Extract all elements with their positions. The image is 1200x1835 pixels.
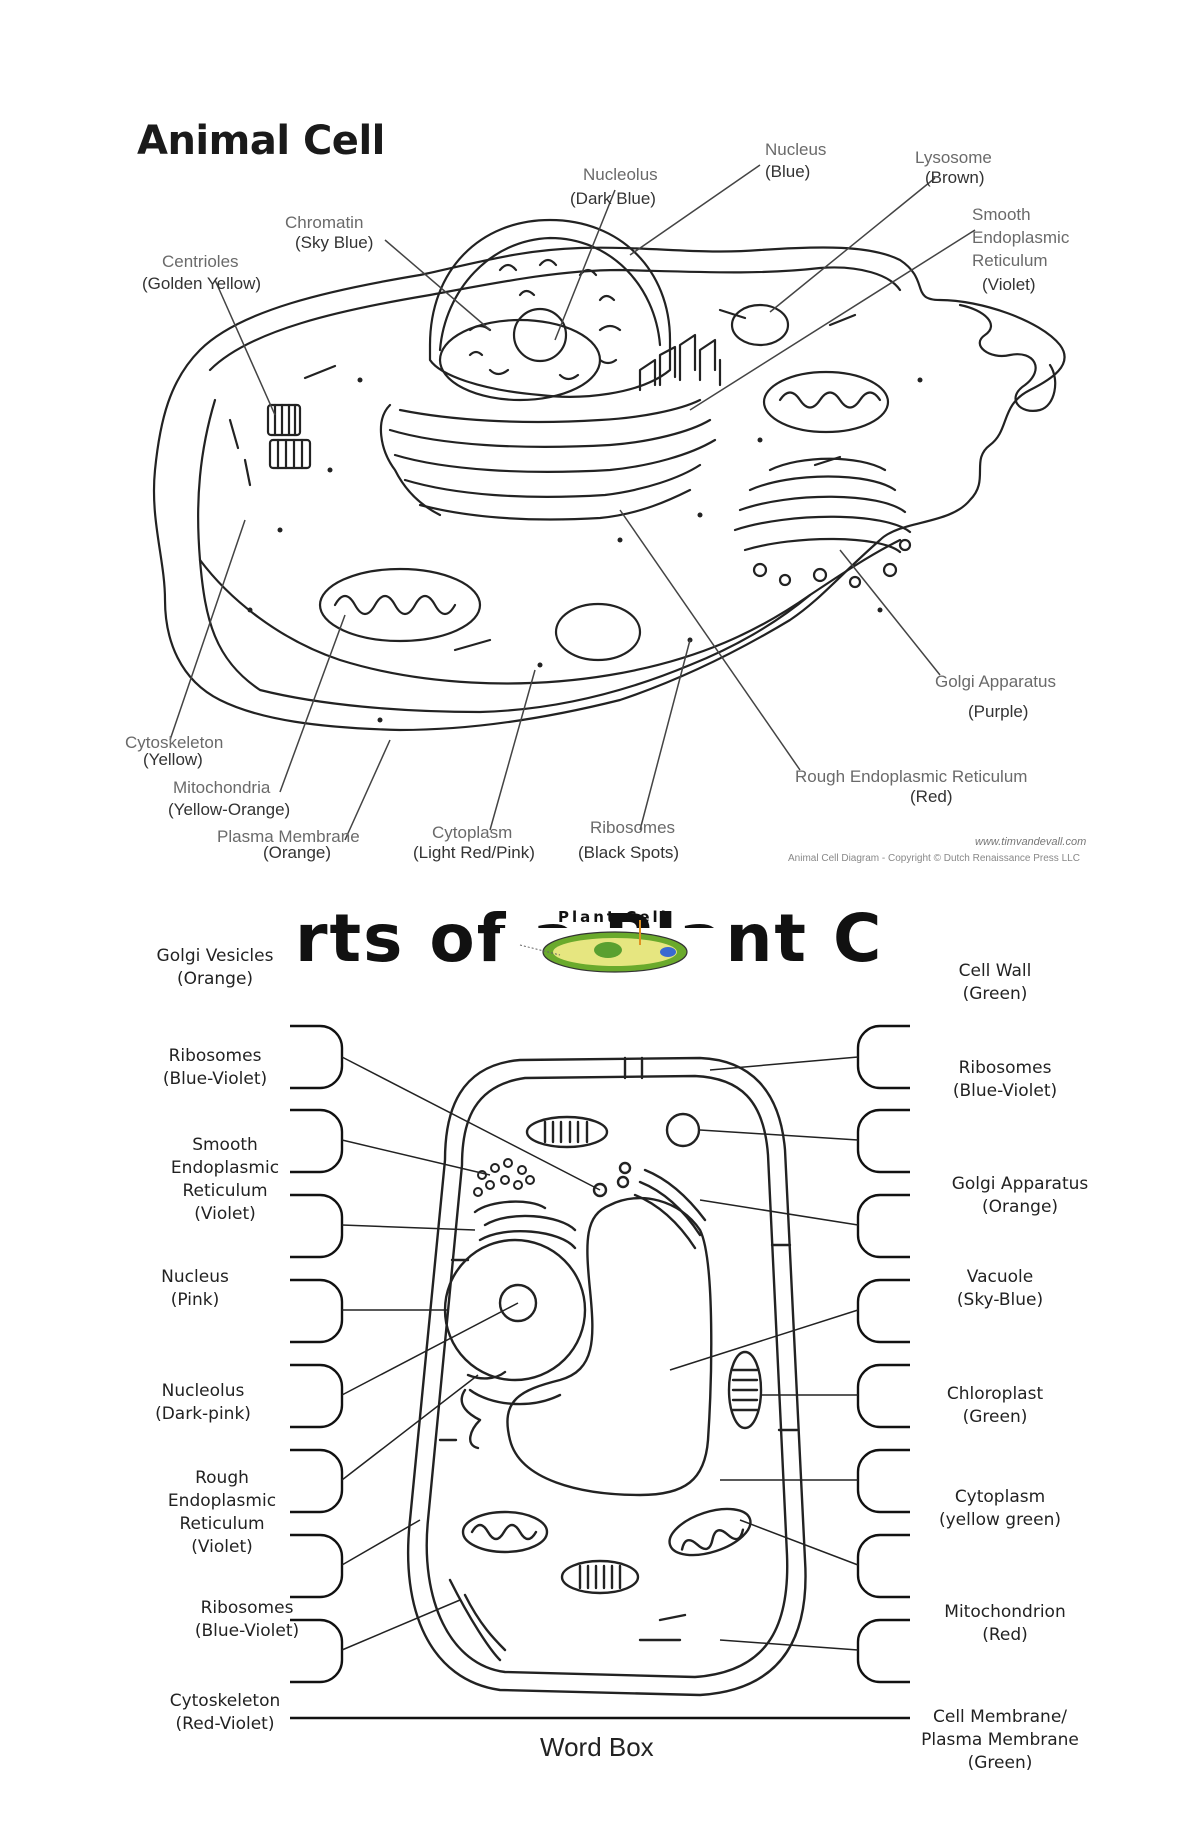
- label-plasma-membrane-color: (Orange): [263, 843, 332, 862]
- plant-label-cytoplasm: Cytoplasm(yellow green): [938, 1487, 1062, 1530]
- label-lysosome-color: (Brown): [925, 168, 985, 187]
- label-cytoplasm-color: (Light Red/Pink): [413, 843, 535, 862]
- plant-label-rough-er: Rough Endoplasmic Reticulum(Violet): [167, 1468, 277, 1557]
- label-centrioles: Centrioles: [162, 252, 239, 271]
- animal-centrioles: [266, 403, 312, 470]
- animal-golgi: [733, 457, 912, 589]
- label-ser-line1: Smooth: [972, 205, 1031, 224]
- plant-label-nucleus: Nucleus(Pink): [161, 1267, 229, 1310]
- animal-mitochondrion-left: [318, 567, 482, 643]
- label-ribosomes-color: (Black Spots): [578, 843, 680, 862]
- plant-smooth-er: [460, 1388, 482, 1450]
- label-ser-line2: Endoplasmic: [972, 228, 1070, 247]
- label-ribosomes: Ribosomes: [590, 818, 676, 837]
- label-rough-er-color: (Red): [910, 787, 953, 806]
- label-cytoskeleton-color: (Yellow): [143, 750, 203, 769]
- label-nucleolus-color: (Dark Blue): [570, 189, 656, 208]
- plant-label-mitochondrion: Mitochondrion(Red): [944, 1602, 1066, 1645]
- label-golgi-color: (Purple): [968, 702, 1029, 721]
- label-rough-er: Rough Endoplasmic Reticulum: [795, 767, 1028, 786]
- credit-text: Animal Cell Diagram - Copyright © Dutch …: [788, 853, 1080, 864]
- animal-nucleolus: [512, 307, 568, 363]
- label-centrioles-color: (Golden Yellow): [142, 274, 262, 293]
- animal-cell-title: Animal Cell: [137, 118, 385, 164]
- plant-vacuole: [506, 1197, 713, 1497]
- plant-rough-er: [466, 1214, 577, 1406]
- label-ser-color: (Violet): [982, 275, 1036, 294]
- label-cytoskeleton: Cytoskeleton: [125, 733, 224, 752]
- plant-label-cytoskeleton: Cytoskeleton(Red-Violet): [169, 1691, 281, 1734]
- plant-label-smooth-er: Smooth Endoplasmic Reticulum(Violet): [170, 1135, 280, 1224]
- label-chromatin-color: (Sky Blue): [295, 233, 374, 252]
- plant-label-ribosomes-right: Ribosomes(Blue-Violet): [952, 1058, 1058, 1101]
- label-nucleolus: Nucleolus: [583, 165, 658, 184]
- plant-nucleolus: [498, 1283, 538, 1323]
- plant-label-ribosomes-left-2: Ribosomes(Blue-Violet): [194, 1598, 300, 1641]
- label-nucleus-color: (Blue): [765, 162, 811, 181]
- animal-nucleus: [428, 218, 672, 398]
- plant-thumbnail: [500, 920, 730, 976]
- animal-rough-er: [388, 398, 717, 521]
- plant-label-vacuole: Vacuole(Sky-Blue): [956, 1267, 1044, 1310]
- plant-right-brackets: [856, 1024, 910, 1684]
- animal-lysosome: [730, 303, 790, 347]
- label-golgi: Golgi Apparatus: [935, 672, 1056, 691]
- plant-label-golgi-apparatus: Golgi Apparatus(Orange): [951, 1174, 1089, 1217]
- plant-mitochondrion-right: [668, 1507, 752, 1557]
- word-box-title: Word Box: [540, 1732, 654, 1762]
- label-chromatin: Chromatin: [285, 213, 364, 232]
- plant-left-brackets: [290, 1024, 344, 1684]
- plant-cell-membrane: [425, 1074, 789, 1679]
- label-mitochondria-color: (Yellow-Orange): [168, 800, 291, 819]
- plant-label-ribosomes-left-1: Ribosomes(Blue-Violet): [162, 1046, 268, 1089]
- plant-chloroplast-bottom: [560, 1559, 640, 1595]
- animal-smooth-er: [638, 333, 722, 392]
- plant-label-golgi-vesicles: Golgi Vesicles(Orange): [156, 946, 274, 989]
- plant-mini-title: Plant Cell: [558, 908, 669, 926]
- plant-nucleus: [443, 1238, 587, 1382]
- animal-plasma-membrane: [152, 246, 1066, 732]
- plant-golgi: [633, 1168, 707, 1250]
- plant-cell-wall: [406, 1056, 807, 1697]
- label-lysosome: Lysosome: [915, 148, 992, 167]
- animal-mitochondrion-right: [762, 370, 890, 434]
- plant-label-cell-membrane: Cell Membrane/ Plasma Membrane(Green): [921, 1707, 1079, 1773]
- label-mitochondria: Mitochondria: [173, 778, 271, 797]
- plant-chloroplast-right: [727, 1350, 763, 1430]
- credit-url: www.timvandevall.com: [975, 836, 1087, 848]
- plant-label-nucleolus: Nucleolus(Dark-pink): [155, 1381, 251, 1424]
- label-nucleus: Nucleus: [765, 140, 827, 159]
- plant-label-chloroplast: Chloroplast(Green): [946, 1384, 1044, 1427]
- animal-leader-lines: [169, 164, 976, 841]
- label-ser-line3: Reticulum: [972, 251, 1048, 270]
- plant-label-cell-wall: Cell Wall(Green): [958, 961, 1032, 1004]
- animal-cell-diagram: [152, 164, 1066, 841]
- plant-mitochondrion-left: [461, 1510, 549, 1554]
- plant-leader-lines: [341, 1056, 859, 1651]
- label-plasma-membrane: Plasma Membrane: [217, 827, 360, 846]
- label-cytoplasm: Cytoplasm: [432, 823, 513, 842]
- plant-chloroplast-top: [525, 1115, 609, 1149]
